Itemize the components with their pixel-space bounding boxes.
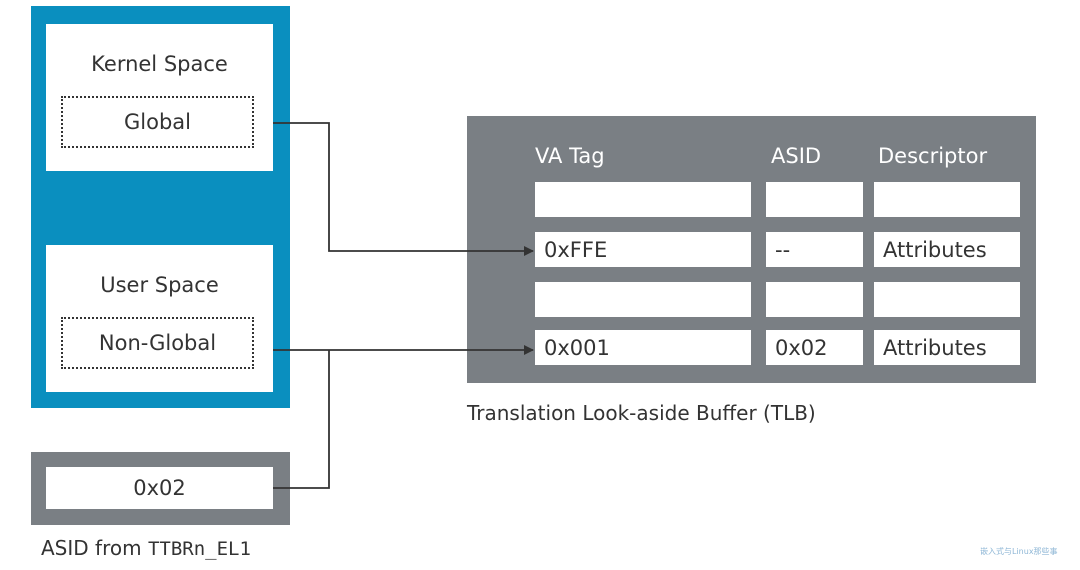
tlb-cell-va-tag bbox=[535, 282, 751, 317]
tlb-cell-asid: -- bbox=[766, 232, 863, 267]
tlb-caption: Translation Look-aside Buffer (TLB) bbox=[467, 401, 816, 425]
user-space-title: User Space bbox=[100, 273, 219, 297]
kernel-space-box: Kernel Space Global bbox=[46, 24, 273, 171]
asid-register-box: 0x02 bbox=[31, 452, 290, 525]
tlb-cell-va-tag: 0xFFE bbox=[535, 232, 751, 267]
tlb-cell-asid: 0x02 bbox=[766, 330, 863, 365]
asid-register-connector bbox=[273, 350, 330, 489]
asid-register-caption: ASID from TTBRn_EL1 bbox=[41, 536, 251, 560]
tlb-header-asid: ASID bbox=[771, 144, 822, 168]
asid-register-value: 0x02 bbox=[46, 467, 273, 509]
asid-caption-prefix: ASID from bbox=[41, 536, 148, 560]
kernel-space-title: Kernel Space bbox=[91, 52, 228, 76]
tlb-cell-va-tag: 0x001 bbox=[535, 330, 751, 365]
tlb-cell-descriptor bbox=[874, 282, 1020, 317]
tlb-header-va-tag: VA Tag bbox=[535, 144, 605, 168]
address-space-panel: Kernel Space Global User Space Non-Globa… bbox=[31, 6, 290, 408]
tlb-cell-va-tag bbox=[535, 182, 751, 217]
user-non-global-region: Non-Global bbox=[61, 317, 254, 369]
tlb-panel: VA Tag ASID Descriptor 0xFFE -- Attribut… bbox=[467, 116, 1036, 383]
global-to-tlb-connector bbox=[273, 122, 534, 256]
tlb-cell-descriptor: Attributes bbox=[874, 330, 1020, 365]
tlb-cell-descriptor: Attributes bbox=[874, 232, 1020, 267]
tlb-header-descriptor: Descriptor bbox=[878, 144, 988, 168]
tlb-cell-asid bbox=[766, 282, 863, 317]
asid-caption-register: TTBRn_EL1 bbox=[147, 538, 251, 560]
kernel-global-region: Global bbox=[61, 96, 254, 148]
watermark-text: 嵌入式与Linux那些事 bbox=[980, 547, 1058, 556]
user-space-box: User Space Non-Global bbox=[46, 245, 273, 392]
tlb-cell-asid bbox=[766, 182, 863, 217]
tlb-cell-descriptor bbox=[874, 182, 1020, 217]
